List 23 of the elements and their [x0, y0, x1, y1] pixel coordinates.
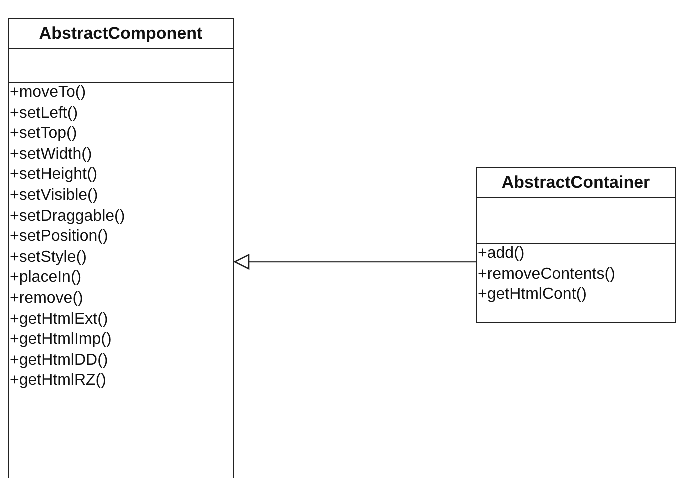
method-name: +remove() — [9, 288, 84, 309]
method-name: +removeContents() — [477, 264, 616, 285]
method-name: +setWidth() — [9, 144, 94, 165]
method-name: +getHtmlRZ() — [9, 371, 108, 392]
method-name: +setVisible() — [9, 186, 100, 206]
method-name: +setLeft() — [9, 104, 80, 124]
inheritance-arrow — [234, 254, 476, 270]
class-box — [8, 18, 234, 478]
method-name: +moveTo() — [9, 83, 88, 103]
method-name: +getHtmlDD() — [9, 350, 110, 371]
method-name: +setPosition() — [9, 227, 110, 248]
method-name: +add() — [477, 244, 526, 264]
method-name: +getHtmlCont() — [477, 285, 588, 306]
method-name: +getHtmlExt() — [9, 310, 110, 330]
method-name: +getHtmlImp() — [9, 330, 113, 350]
class-box — [476, 167, 676, 323]
method-name: +setTop() — [9, 124, 78, 144]
class-name: AbstractContainer — [477, 168, 675, 198]
method-name: +setHeight() — [9, 165, 99, 186]
method-name: +setDraggable() — [9, 206, 126, 227]
method-name: +placeIn() — [9, 268, 83, 288]
method-name: +setStyle() — [9, 248, 88, 268]
class-name: AbstractComponent — [9, 19, 233, 49]
